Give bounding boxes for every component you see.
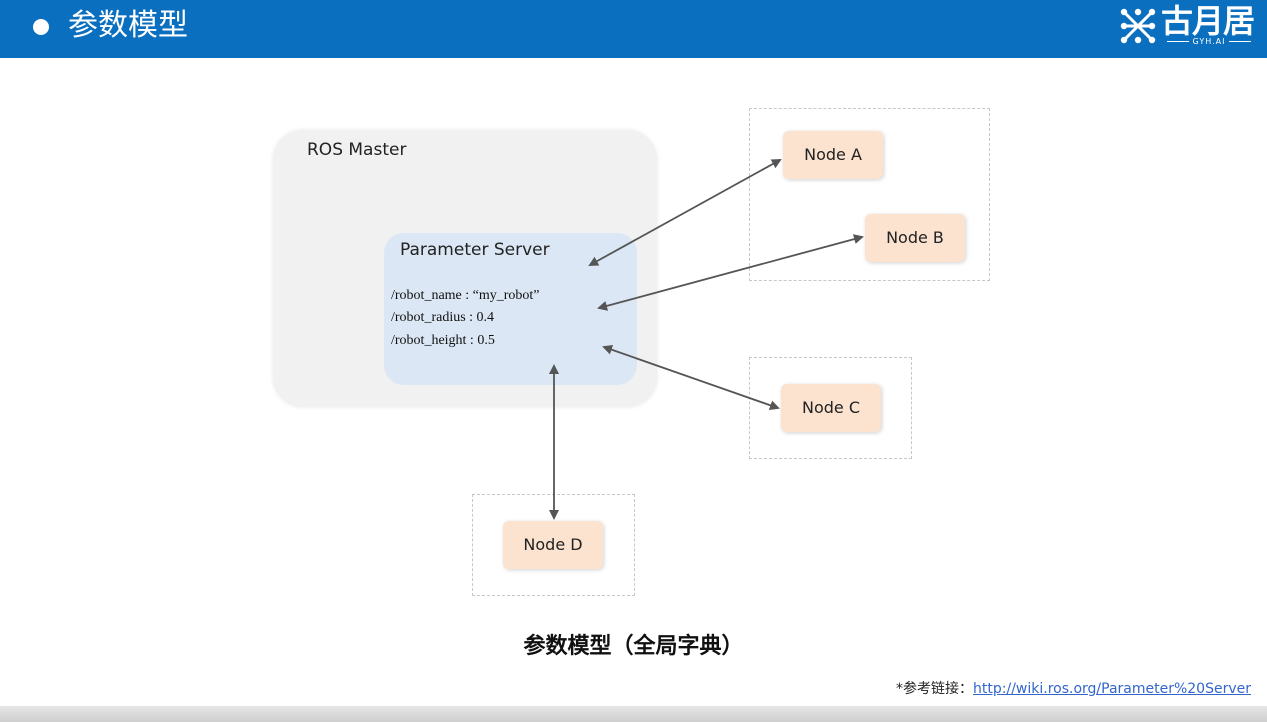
logo-sub-label: GYH.AI	[1192, 37, 1226, 46]
node-b: Node B	[865, 214, 965, 262]
logo-text: 古月居	[1161, 2, 1255, 40]
reference-link[interactable]: http://wiki.ros.org/Parameter%20Server	[973, 681, 1251, 697]
arrow-server-node-b	[597, 234, 864, 311]
ros-master-label: ROS Master	[307, 140, 407, 160]
param-robot-name: /robot_name : “my_robot”	[391, 288, 540, 303]
node-a: Node A	[783, 131, 883, 179]
slide-header: 参数模型 古月居 GYH.AI	[0, 0, 1267, 58]
bottom-bar	[0, 706, 1267, 722]
arrow-server-node-c	[602, 344, 780, 411]
node-d: Node D	[503, 521, 603, 569]
reference-prefix: *参考链接：	[896, 681, 974, 697]
diagram-caption: 参数模型（全局字典）	[523, 634, 744, 659]
bullet-icon	[33, 19, 49, 35]
arrow-server-node-a	[588, 159, 782, 266]
logo-subtext: GYH.AI	[1163, 37, 1255, 47]
reference-note: *参考链接：http://wiki.ros.org/Parameter%20Se…	[896, 678, 1251, 698]
param-robot-height: /robot_height : 0.5	[391, 333, 495, 348]
slide-title: 参数模型	[68, 8, 188, 43]
param-robot-radius: /robot_radius : 0.4	[391, 310, 495, 325]
node-c: Node C	[781, 384, 881, 432]
gyh-logo-icon	[1120, 8, 1156, 44]
brand-logo: 古月居 GYH.AI	[1119, 2, 1257, 49]
parameter-server-label: Parameter Server	[400, 240, 550, 260]
